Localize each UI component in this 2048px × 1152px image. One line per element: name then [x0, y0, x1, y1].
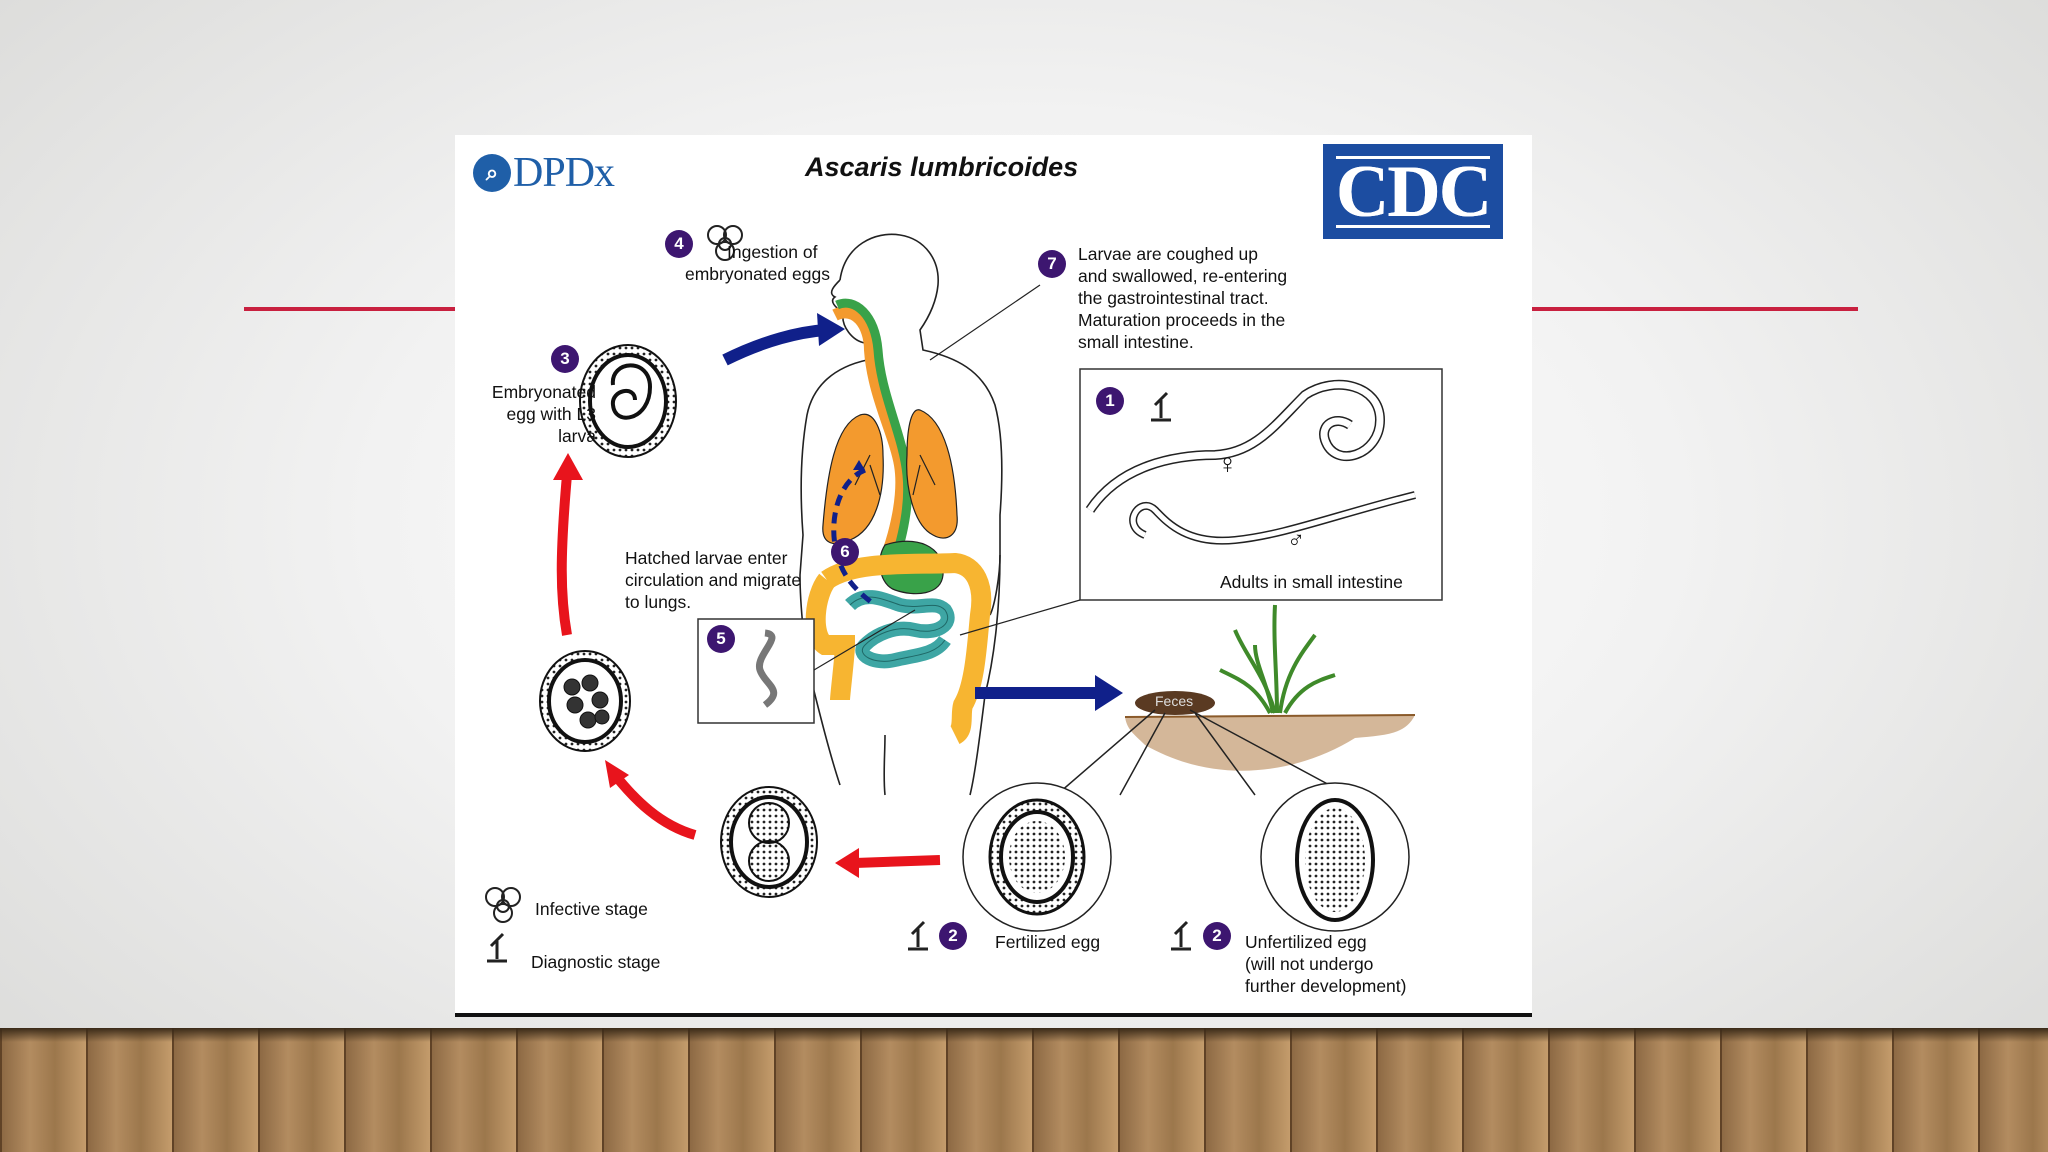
caption-stage-7: Larvae are coughed up and swallowed, re-… [1078, 244, 1288, 352]
stage-number-7: 7 [1038, 250, 1066, 278]
life-cycle-diagram [485, 225, 1443, 963]
cdc-logo: CDC [1323, 144, 1503, 239]
dpdx-mark-icon: ⌕ [473, 154, 511, 192]
wood-floor [0, 1028, 2048, 1152]
biohazard-icon [485, 887, 521, 923]
male-symbol: ♂ [1287, 527, 1305, 554]
stage-number-5: 5 [707, 625, 735, 653]
figure-title: Ascaris lumbricoides [805, 152, 1079, 182]
caption-fertilized-egg: Fertilized egg [995, 932, 1101, 952]
stage-number-1: 1 [1096, 387, 1124, 415]
biohazard-icon [707, 225, 743, 261]
floor-edge [0, 1028, 2048, 1042]
slide-divider-left [244, 307, 456, 311]
egg-two-cell [720, 786, 818, 898]
microscope-icon [487, 391, 1191, 963]
caption-stage-4: Ingestion of embryonated eggs [685, 242, 830, 284]
caption-stage-6: Hatched larvae enter circulation and mig… [625, 548, 802, 612]
slide-divider-right [1532, 307, 1858, 311]
stage-number-2-unfertilized: 2 [1203, 922, 1231, 950]
stage-number-6: 6 [831, 538, 859, 566]
stage-number-2-fertilized: 2 [939, 922, 967, 950]
caption-stage-1: Adults in small intestine [1220, 572, 1403, 592]
life-cycle-figure: ⌕ DPDx Ascaris lumbricoides CDC 4 7 3 1 … [455, 135, 1532, 1017]
caption-unfertilized-egg: Unfertilized egg (will not undergo furth… [1245, 932, 1407, 996]
female-symbol: ♀ [1217, 448, 1238, 479]
legend-infective: Infective stage [535, 899, 648, 919]
stage-number-4: 4 [665, 230, 693, 258]
egg-multicell [539, 650, 631, 752]
feces-label: Feces [1155, 693, 1194, 709]
egg-embryonated [579, 344, 677, 458]
caption-stage-3: Embryonated egg with L3 larva [491, 382, 596, 446]
dpdx-logo: ⌕ DPDx [473, 150, 615, 196]
legend-diagnostic: Diagnostic stage [531, 952, 661, 972]
stage-number-3: 3 [551, 345, 579, 373]
